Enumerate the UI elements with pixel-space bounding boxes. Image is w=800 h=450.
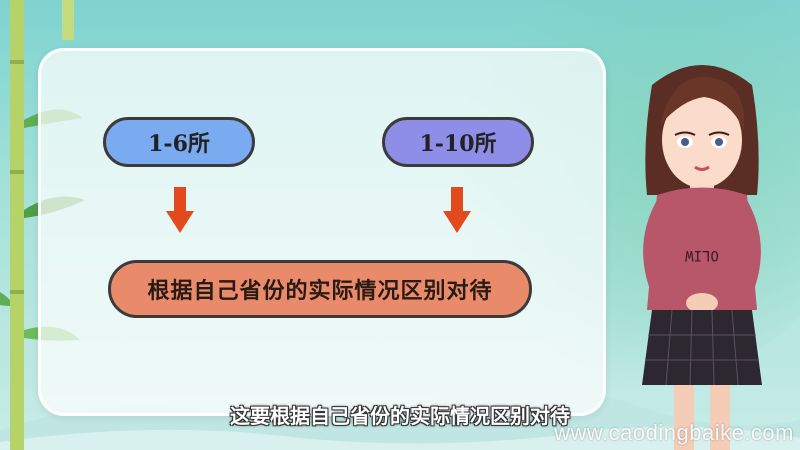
shirt-print: OLIW xyxy=(685,247,719,263)
option-box-1-6: 1-6所 xyxy=(103,117,255,167)
content-card xyxy=(38,48,606,416)
subtitle-caption: 这要根据自己省份的实际情况区别对待 xyxy=(230,404,570,428)
result-box: 根据自己省份的实际情况区别对待 xyxy=(108,260,532,318)
watermark-text: www.caodingbaike.com xyxy=(554,420,794,445)
option-box-1-10: 1-10所 xyxy=(382,117,534,167)
down-arrow-icon xyxy=(443,187,471,233)
down-arrow-icon xyxy=(166,187,194,233)
presenter-character: OLIW xyxy=(642,65,762,450)
